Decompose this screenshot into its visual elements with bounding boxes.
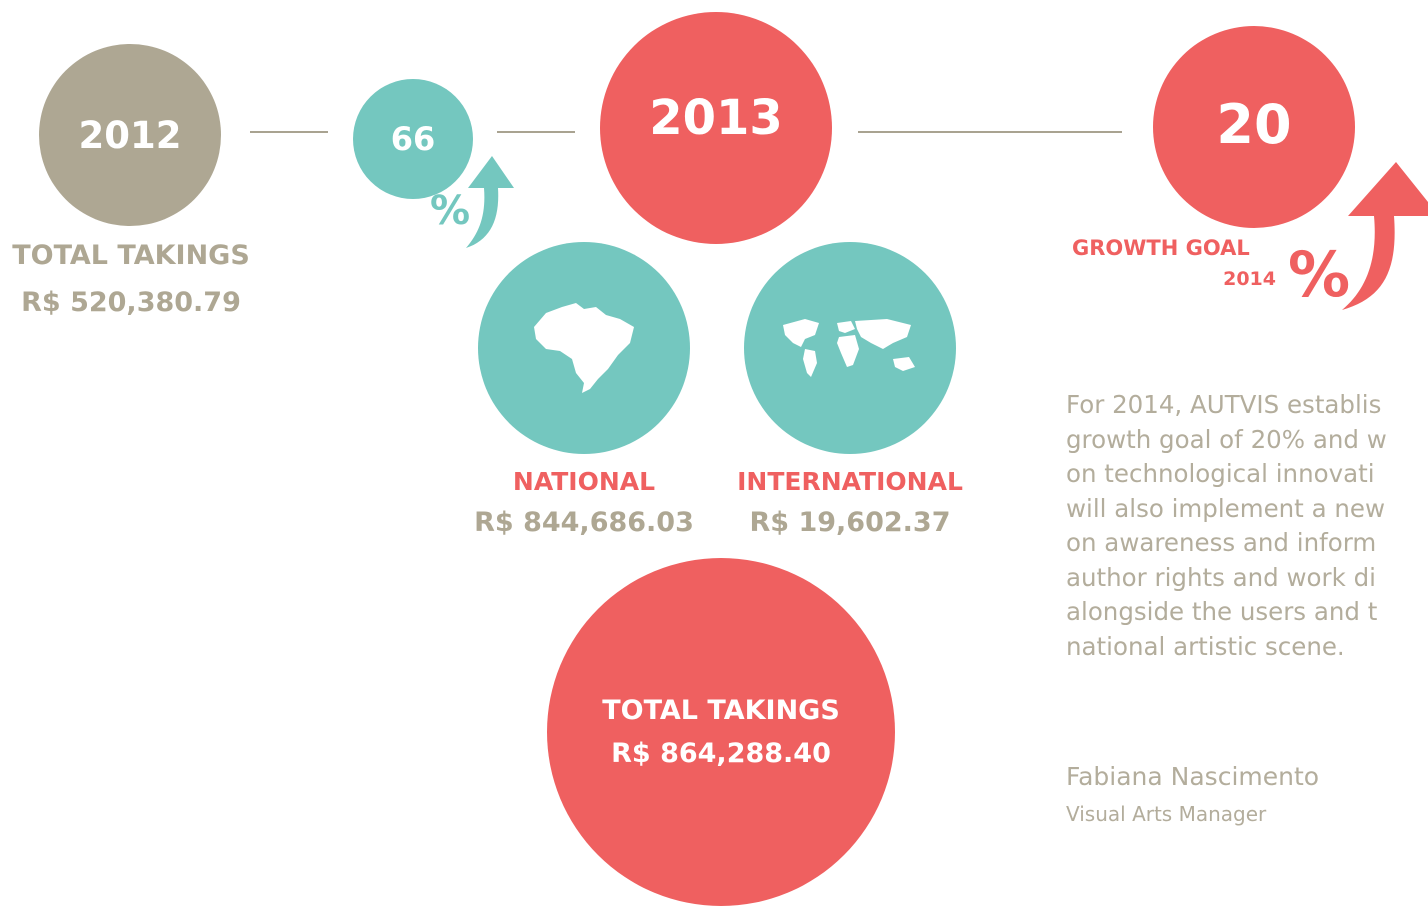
paragraph-line: growth goal of 20% and w	[1066, 424, 1387, 454]
growth-66-arrow-icon	[466, 156, 514, 248]
connector-line-1	[250, 131, 328, 133]
total-takings-2013-circle: TOTAL TAKINGS R$ 864,288.40	[547, 558, 895, 906]
paragraph-line: will also implement a new	[1066, 493, 1386, 523]
goal-2014-caption: GROWTH GOAL	[1072, 236, 1250, 260]
goal-2014-value: 20	[1216, 92, 1292, 156]
year-2012-label: 2012	[78, 113, 182, 157]
international-amount: R$ 19,602.37	[749, 507, 951, 538]
year-2013-circle: 2013	[600, 12, 832, 244]
growth-66-value: 66	[390, 120, 436, 158]
paragraph-line: author rights and work di	[1066, 562, 1376, 592]
brazil-map-icon	[534, 303, 634, 393]
goal-2014-arrow-icon	[1342, 162, 1428, 310]
international-label: INTERNATIONAL	[737, 467, 963, 496]
paragraph-line: For 2014, AUTVIS establis	[1066, 390, 1382, 419]
national-circle	[478, 242, 690, 454]
goal-description-paragraph: For 2014, AUTVIS establis growth goal of…	[1066, 388, 1428, 664]
national-label: NATIONAL	[512, 467, 656, 496]
year-2012-circle: 2012	[39, 44, 221, 226]
signature-name: Fabiana Nascimento	[1066, 762, 1320, 791]
goal-2014-year: 2014	[1223, 268, 1276, 290]
total-takings-2013-amount: R$ 864,288.40	[611, 738, 831, 769]
national-amount: R$ 844,686.03	[474, 507, 694, 538]
total-takings-2013-caption: TOTAL TAKINGS	[602, 695, 840, 726]
year-2013-label: 2013	[649, 90, 783, 146]
connector-line-2	[497, 131, 575, 133]
goal-2014-circle: 20	[1153, 26, 1355, 228]
total-takings-2012-caption: TOTAL TAKINGS	[12, 240, 250, 271]
paragraph-line: on awareness and inform	[1066, 528, 1377, 557]
connector-line-3	[858, 131, 1122, 133]
goal-2014-percent: %	[1288, 238, 1351, 311]
world-map-icon	[783, 319, 915, 377]
growth-66-percent: %	[430, 188, 471, 234]
paragraph-line: alongside the users and t	[1066, 597, 1378, 626]
paragraph-line: on technological innovati	[1066, 459, 1375, 488]
growth-66-circle: 66	[353, 79, 473, 199]
total-takings-2012-amount: R$ 520,380.79	[21, 287, 241, 318]
international-circle	[744, 242, 956, 454]
signature-role: Visual Arts Manager	[1066, 802, 1267, 826]
paragraph-line: national artistic scene.	[1066, 631, 1345, 661]
